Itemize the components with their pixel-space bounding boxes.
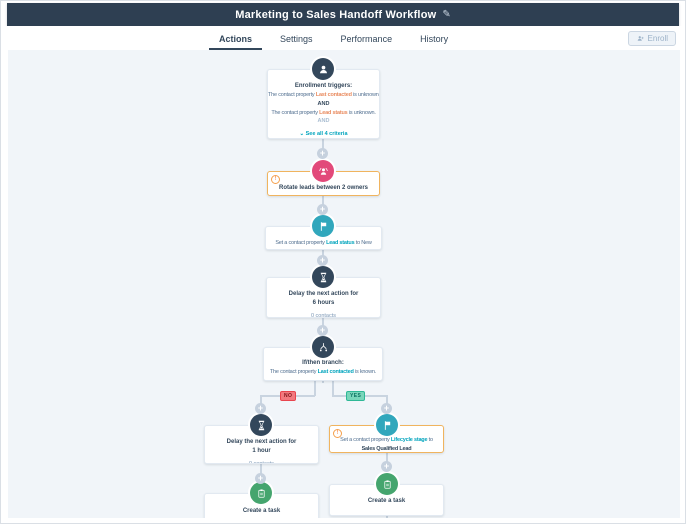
trigger-title: Enrollment triggers: xyxy=(294,83,353,89)
clipboard-icon xyxy=(383,479,391,489)
set-property-icon xyxy=(376,414,398,436)
property-token: Lead status xyxy=(319,109,348,116)
edit-title-icon[interactable]: ✎ xyxy=(442,9,451,20)
branch-no-badge: NO xyxy=(280,391,297,401)
tab-performance[interactable]: Performance xyxy=(340,34,393,44)
set-lifecycle-text: Set a contact property Lifecycle stage t… xyxy=(330,436,443,445)
add-action-button[interactable]: + xyxy=(381,461,392,472)
criteria-text: The contact property xyxy=(268,92,316,98)
set-lead-status-text: Set a contact property Lead status to Ne… xyxy=(266,239,381,248)
set-lifecycle-value: Sales Qualified Lead xyxy=(361,445,412,452)
clipboard-icon xyxy=(257,488,265,498)
create-task-label: Create a task xyxy=(242,508,281,514)
chevron-down-icon: ⌄ xyxy=(299,131,305,138)
see-all-criteria-link[interactable]: ⌄ See all 4 criteria xyxy=(268,131,379,137)
add-action-button[interactable]: + xyxy=(255,473,266,484)
criteria-text: is unknown. xyxy=(351,92,380,98)
add-action-button[interactable]: + xyxy=(317,204,328,215)
and-label-faded: AND xyxy=(317,118,330,125)
enroll-button-label: Enroll xyxy=(647,34,668,43)
add-action-button[interactable]: + xyxy=(381,403,392,414)
create-task-label: Create a task xyxy=(367,498,406,504)
delay-icon xyxy=(250,414,272,436)
branch-stub-right xyxy=(332,380,334,396)
add-action-button[interactable]: + xyxy=(317,148,328,159)
connector-tail-right xyxy=(386,516,388,518)
criteria-text: is known. xyxy=(353,369,377,375)
tab-history[interactable]: History xyxy=(420,34,449,44)
property-token: Lead status xyxy=(326,240,355,246)
criteria-text: is unknown. xyxy=(347,109,376,116)
property-token: Last contacted xyxy=(317,369,354,375)
delay-text-line1: Delay the next action for xyxy=(226,439,297,445)
branch-icon xyxy=(319,342,327,351)
action-text: Set a contact property xyxy=(275,240,327,246)
property-token: Last contacted xyxy=(315,92,352,98)
title-bar: Marketing to Sales Handoff Workflow ✎ xyxy=(7,3,679,26)
enroll-person-icon xyxy=(637,36,644,41)
add-action-button[interactable]: + xyxy=(255,403,266,414)
workflow-canvas[interactable]: NO YES + + + + + + + + Enrollment trigge… xyxy=(8,50,680,518)
page-title: Marketing to Sales Handoff Workflow xyxy=(235,8,437,21)
create-task-icon xyxy=(376,473,398,495)
rotate-person-icon xyxy=(318,167,328,175)
tab-list: Actions Settings Performance History xyxy=(209,26,458,50)
person-icon xyxy=(319,65,327,73)
action-text: Set a contact property xyxy=(340,437,391,443)
ifthen-branch-icon xyxy=(312,336,334,358)
add-action-button[interactable]: + xyxy=(317,255,328,266)
trigger-criteria-1: The contact property Last contacted is u… xyxy=(268,91,379,100)
delay-text-line2: 1 hour xyxy=(252,448,271,454)
rotate-leads-label: Rotate leads between 2 owners xyxy=(278,185,369,191)
tab-bar: Actions Settings Performance History Enr… xyxy=(1,26,685,50)
branch-yes-badge: YES xyxy=(346,391,366,401)
hourglass-icon xyxy=(258,420,264,430)
flag-icon xyxy=(384,420,390,430)
set-property-icon xyxy=(312,215,334,237)
enrollment-trigger-icon xyxy=(312,58,334,80)
property-token: Lifecycle stage xyxy=(390,437,428,443)
tab-actions[interactable]: Actions xyxy=(209,26,263,50)
tab-settings[interactable]: Settings xyxy=(280,34,313,44)
ifthen-criteria: The contact property Last contacted is k… xyxy=(264,368,382,377)
action-text: to xyxy=(427,437,433,443)
trigger-criteria-2: The contact property Lead status is unkn… xyxy=(268,109,379,118)
branch-stub-left xyxy=(314,380,316,396)
contacts-count: 0 contacts xyxy=(310,313,337,318)
rotate-leads-icon xyxy=(312,160,334,182)
action-text: to New xyxy=(354,240,372,246)
delay-text-line2: 6 hours xyxy=(312,300,335,306)
warning-icon: ! xyxy=(271,175,280,184)
see-all-criteria-label: See all 4 criteria xyxy=(305,131,348,138)
create-task-icon xyxy=(250,482,272,504)
add-action-button[interactable]: + xyxy=(317,325,328,336)
enroll-button[interactable]: Enroll xyxy=(627,31,676,46)
warning-icon: ! xyxy=(333,429,342,438)
criteria-text: The contact property xyxy=(271,109,320,116)
ifthen-title: If/then branch: xyxy=(302,360,344,366)
delay-text-line1: Delay the next action for xyxy=(288,291,359,297)
and-label: AND xyxy=(317,100,330,107)
contacts-count: 0 contacts xyxy=(248,461,275,464)
criteria-text: The contact property xyxy=(269,369,318,375)
flag-icon xyxy=(320,221,326,231)
hourglass-icon xyxy=(320,272,326,282)
delay-icon xyxy=(312,266,334,288)
